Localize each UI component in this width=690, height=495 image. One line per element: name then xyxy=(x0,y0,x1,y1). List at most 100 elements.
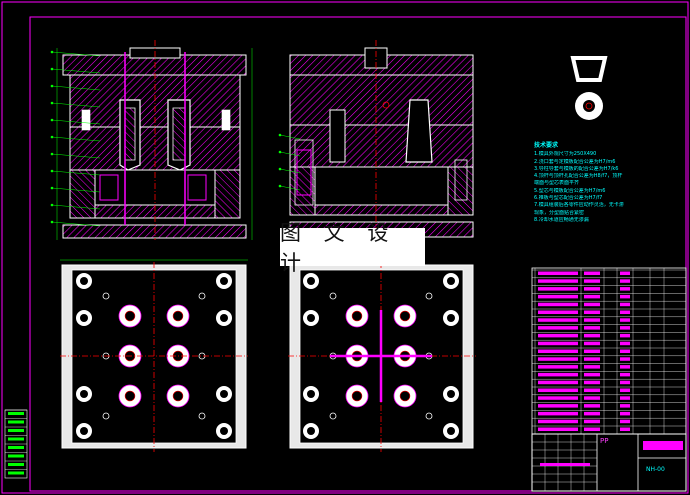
bom-name-cell xyxy=(538,326,578,330)
bom-name-cell xyxy=(538,294,578,299)
bom-material-cell xyxy=(584,326,600,330)
fixed-half-plan-view xyxy=(288,262,476,452)
bom-name-cell xyxy=(538,357,578,361)
leader-line xyxy=(279,151,301,157)
bom-qty-cell xyxy=(620,388,630,392)
bom-qty-cell xyxy=(620,404,630,408)
leader-line xyxy=(51,170,101,176)
note-line: 7.模具组装后各零件应动作灵活，无卡滞 xyxy=(534,202,624,209)
leader-dot xyxy=(50,67,54,71)
guide-bore xyxy=(80,314,88,322)
leader-dot xyxy=(50,186,54,190)
leader-dot xyxy=(50,135,54,139)
leader-dot xyxy=(278,167,282,171)
bom-name-cell xyxy=(538,349,578,353)
leader-dot xyxy=(50,84,54,88)
leader-dot xyxy=(50,118,54,122)
rev-cell xyxy=(8,420,24,424)
bom-material-cell xyxy=(584,411,600,416)
rev-cell xyxy=(8,454,24,458)
guide-bore xyxy=(220,314,228,322)
note-line: 5.型芯与模板配合公差为H7/m6 xyxy=(534,187,606,194)
side-section-view xyxy=(278,40,474,240)
bom-material-cell xyxy=(584,279,600,283)
cavity-bore xyxy=(124,390,136,402)
leader-line xyxy=(51,119,101,125)
leader-line xyxy=(51,51,101,57)
leader-dot xyxy=(50,203,54,207)
rev-cell xyxy=(8,463,24,466)
ejector-pin xyxy=(329,292,337,300)
bill-of-materials xyxy=(531,267,687,435)
guide-bore xyxy=(80,427,88,435)
guide-bore xyxy=(447,427,455,435)
bom-qty-cell xyxy=(620,318,630,322)
leader-line xyxy=(51,85,101,91)
bom-qty-cell xyxy=(620,310,630,314)
bom-qty-cell xyxy=(620,427,630,431)
bom-qty-cell xyxy=(620,302,630,307)
bom-material-cell xyxy=(584,302,600,307)
ejector-pin xyxy=(329,412,337,420)
moving-half-plan-view xyxy=(60,259,248,452)
bom-material-cell xyxy=(584,287,600,291)
rev-cell xyxy=(8,429,24,432)
inner-frame xyxy=(29,16,687,492)
guide-bore xyxy=(220,427,228,435)
bom-qty-cell xyxy=(620,419,630,424)
bom-material-cell xyxy=(584,365,600,369)
leader-dot xyxy=(50,220,54,224)
guide-bore xyxy=(307,277,315,285)
leader-dot xyxy=(278,133,282,137)
rev-cell xyxy=(8,446,24,449)
note-line: 现象，分型面贴合紧密 xyxy=(534,209,585,216)
front-section-view xyxy=(50,40,253,240)
bom-material-cell xyxy=(584,271,600,275)
guide-bore xyxy=(80,277,88,285)
bom-name-cell xyxy=(538,419,578,424)
cavity-bore xyxy=(351,390,363,402)
note-line: 8.冷却水道应畅通无渗漏 xyxy=(534,216,589,223)
guide-bore xyxy=(447,390,455,398)
cavity-bore xyxy=(172,390,184,402)
bom-material-cell xyxy=(584,427,600,431)
bom-material-cell xyxy=(584,318,600,322)
bom-material-cell xyxy=(584,333,600,338)
bom-name-cell xyxy=(538,279,578,283)
leader-dot xyxy=(50,152,54,156)
bom-material-cell xyxy=(584,388,600,392)
bom-qty-cell xyxy=(620,333,630,338)
cavity-bore xyxy=(399,390,411,402)
bom-name-cell xyxy=(538,287,578,291)
bom-name-cell xyxy=(538,396,578,400)
rev-cell xyxy=(8,437,24,441)
ejector-pin xyxy=(102,292,110,300)
bom-name-cell xyxy=(538,310,578,314)
guide-bore xyxy=(220,277,228,285)
cavity-bore xyxy=(124,310,136,322)
bom-material-cell xyxy=(584,349,600,353)
bom-material-cell xyxy=(584,396,600,400)
bom-qty-cell xyxy=(620,365,630,369)
note-line: 2.浇口套与定模板配合公差为H7/m6 xyxy=(534,158,616,165)
bom-qty-cell xyxy=(620,396,630,400)
leader-line xyxy=(51,136,101,142)
bom-name-cell xyxy=(538,341,578,346)
leader-line xyxy=(51,68,101,74)
leader-line xyxy=(279,185,301,191)
guide-bore xyxy=(307,390,315,398)
bom-name-cell xyxy=(538,380,578,385)
bom-material-cell xyxy=(584,404,600,408)
leader-line xyxy=(51,221,101,227)
guide-bore xyxy=(447,277,455,285)
bom-name-cell xyxy=(538,333,578,338)
bom-name-cell xyxy=(538,271,578,275)
ejector-pin xyxy=(198,412,206,420)
leader-line xyxy=(51,153,101,159)
leader-dot xyxy=(278,184,282,188)
bom-material-cell xyxy=(584,357,600,361)
leader-dot xyxy=(50,50,54,54)
